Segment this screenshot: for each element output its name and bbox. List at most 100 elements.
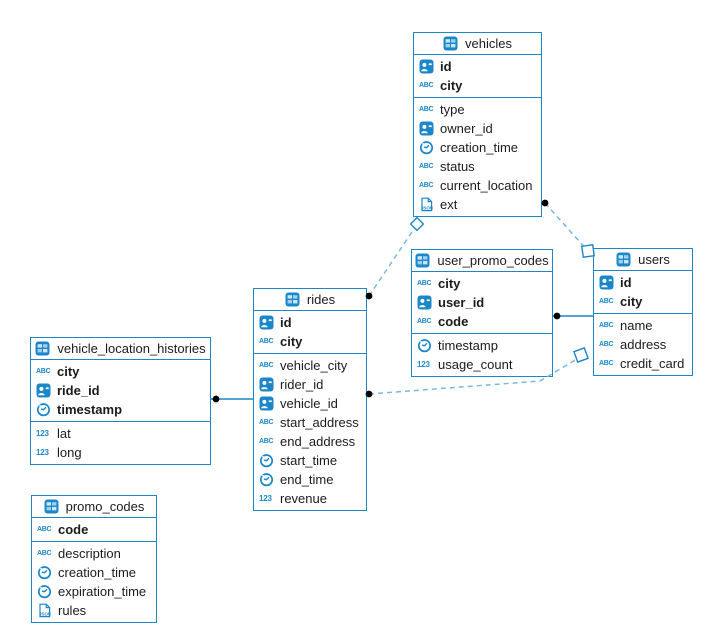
column-rider_id[interactable]: rider_id <box>254 375 366 394</box>
table-header[interactable]: vehicles <box>414 33 541 55</box>
column-name: type <box>440 102 465 117</box>
column-description[interactable]: ABC description <box>32 544 156 563</box>
column-revenue[interactable]: 123 revenue <box>254 489 366 508</box>
column-id[interactable]: id <box>254 313 366 332</box>
column-id[interactable]: id <box>414 57 541 76</box>
column-name: id <box>440 59 452 74</box>
column-name: status <box>440 159 475 174</box>
column-name: current_location <box>440 178 533 193</box>
column-address[interactable]: ABC address <box>594 335 692 354</box>
column-user_id[interactable]: user_id <box>412 293 552 312</box>
column-timestamp[interactable]: timestamp <box>412 336 552 355</box>
column-credit_card[interactable]: ABC credit_card <box>594 354 692 373</box>
person-id-icon <box>419 59 436 74</box>
table-icon <box>35 341 52 356</box>
column-name: address <box>620 337 667 352</box>
column-name: timestamp <box>57 402 123 417</box>
column-status[interactable]: ABC status <box>414 157 541 176</box>
column-expiration_time[interactable]: expiration_time <box>32 582 156 601</box>
number-type-icon: 123 <box>259 493 272 503</box>
column-name: credit_card <box>620 356 685 371</box>
svg-text:JSON: JSON <box>421 205 433 210</box>
abc-type-icon: ABC <box>259 338 274 345</box>
timestamp-type-icon <box>419 140 436 155</box>
column-name: long <box>57 445 82 460</box>
column-owner_id[interactable]: owner_id <box>414 119 541 138</box>
abc-type-icon: ABC <box>259 419 274 426</box>
primary-key-separator <box>412 333 552 334</box>
table-name: promo_codes <box>65 499 145 514</box>
column-name: revenue <box>280 491 327 506</box>
column-name: id <box>620 275 632 290</box>
column-end_time[interactable]: end_time <box>254 470 366 489</box>
table-header[interactable]: rides <box>254 289 366 311</box>
column-name: start_time <box>280 453 338 468</box>
column-id[interactable]: id <box>594 273 692 292</box>
column-name: ride_id <box>57 383 100 398</box>
column-city[interactable]: ABC city <box>254 332 366 351</box>
timestamp-type-icon <box>37 565 54 580</box>
column-timestamp[interactable]: timestamp <box>31 400 210 419</box>
table-icon <box>616 252 633 267</box>
timestamp-type-icon <box>36 402 53 417</box>
table-header[interactable]: vehicle_location_histories <box>31 338 210 360</box>
abc-type-icon: ABC <box>37 550 52 557</box>
primary-key-separator <box>414 97 541 98</box>
column-name: ext <box>440 197 458 212</box>
column-ride_id[interactable]: ride_id <box>31 381 210 400</box>
column-name: user_id <box>438 295 485 310</box>
column-start_address[interactable]: ABC start_address <box>254 413 366 432</box>
timestamp-type-icon <box>259 453 276 468</box>
column-creation_time[interactable]: creation_time <box>32 563 156 582</box>
column-name: description <box>58 546 121 561</box>
column-start_time[interactable]: start_time <box>254 451 366 470</box>
abc-type-icon: ABC <box>419 163 434 170</box>
column-ext[interactable]: JSON ext <box>414 195 541 214</box>
abc-type-icon: ABC <box>599 360 614 367</box>
table-icon <box>285 292 302 307</box>
table-name: user_promo_codes <box>437 253 549 268</box>
column-name: expiration_time <box>58 584 147 599</box>
column-rules[interactable]: JSON rules <box>32 601 156 620</box>
timestamp-type-icon <box>417 338 434 353</box>
abc-type-icon: ABC <box>599 322 614 329</box>
column-name: city <box>57 364 80 379</box>
json-type-icon: JSON <box>419 197 436 212</box>
table-header[interactable]: promo_codes <box>32 496 156 518</box>
abc-type-icon: ABC <box>599 341 614 348</box>
column-name: start_address <box>280 415 359 430</box>
column-type[interactable]: ABC type <box>414 100 541 119</box>
table-name: vehicle_location_histories <box>57 341 206 356</box>
column-name: city <box>280 334 303 349</box>
table-header[interactable]: user_promo_codes <box>412 250 552 272</box>
table-header[interactable]: users <box>594 249 692 271</box>
column-name: rules <box>58 603 87 618</box>
abc-type-icon: ABC <box>259 438 274 445</box>
abc-type-icon: ABC <box>419 106 434 113</box>
column-name: usage_count <box>438 357 513 372</box>
column-vehicle_id[interactable]: vehicle_id <box>254 394 366 413</box>
person-id-icon <box>599 275 616 290</box>
abc-type-icon: ABC <box>419 82 434 89</box>
table-name: rides <box>306 292 336 307</box>
column-creation_time[interactable]: creation_time <box>414 138 541 157</box>
